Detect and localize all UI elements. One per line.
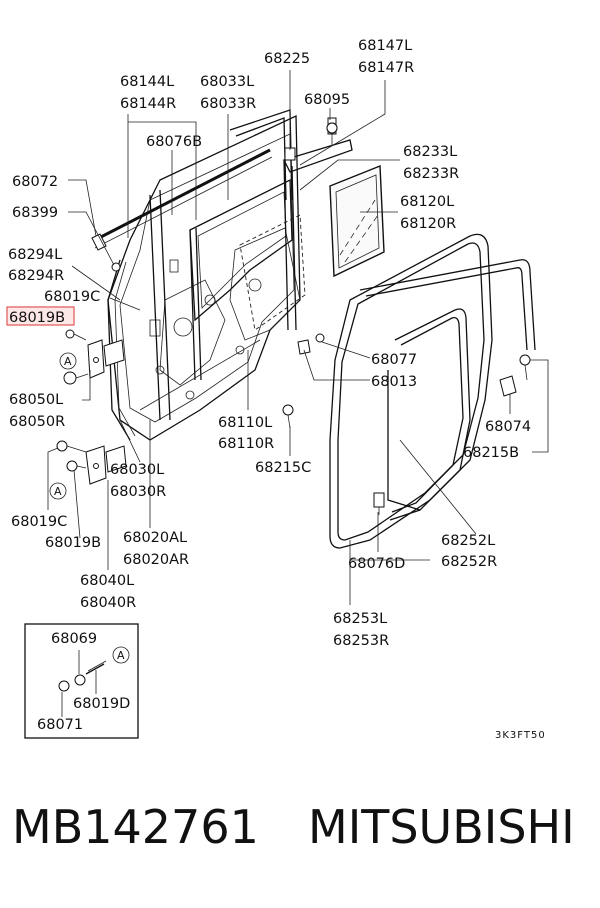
label-68095: 68095: [304, 92, 350, 108]
caption: MB142761 MITSUBISHI: [12, 800, 600, 880]
brand-name: MITSUBISHI: [308, 800, 575, 854]
label-68252L: 68252L: [441, 533, 495, 549]
part-labels: 68225 68147L 68147R 68144L 68144R 68033L…: [6, 38, 546, 741]
svg-text:A: A: [64, 355, 72, 368]
door-panel: [94, 109, 306, 441]
label-68120L: 68120L: [400, 194, 454, 210]
lower-hinge: [56, 440, 127, 485]
label-68019D: 68019D: [73, 696, 130, 712]
callout-a-upper: A: [59, 352, 77, 370]
inset-detail-box: A: [24, 623, 139, 739]
label-68069: 68069: [51, 631, 97, 647]
label-68072: 68072: [12, 174, 58, 190]
bolt-68076D: [373, 492, 385, 515]
fastener-68215B: [519, 354, 531, 381]
label-68076D: 68076D: [348, 556, 405, 572]
label-68110R: 68110R: [218, 436, 274, 452]
label-68399: 68399: [12, 205, 58, 221]
door-glass: [329, 164, 385, 278]
label-68033L: 68033L: [200, 74, 254, 90]
label-68215B: 68215B: [463, 445, 519, 461]
clip-68072: [91, 233, 107, 251]
clip-68074: [499, 375, 517, 397]
label-68019C-top: 68019C: [44, 289, 100, 305]
label-68294L: 68294L: [8, 247, 62, 263]
label-68050R: 68050R: [9, 414, 65, 430]
fastener-68215C: [282, 404, 294, 429]
weatherstrip-68252: [329, 233, 493, 549]
label-68233R: 68233R: [403, 166, 459, 182]
clip-68013: [297, 339, 311, 355]
label-68233L: 68233L: [403, 144, 457, 160]
label-68013: 68013: [371, 374, 417, 390]
label-68147R: 68147R: [358, 60, 414, 76]
label-68076B: 68076B: [146, 134, 202, 150]
label-68215C: 68215C: [255, 460, 311, 476]
label-68077: 68077: [371, 352, 417, 368]
svg-text:A: A: [117, 649, 125, 662]
label-68050L: 68050L: [9, 392, 63, 408]
highlight-box: [6, 306, 75, 326]
label-68252R: 68252R: [441, 554, 497, 570]
svg-text:A: A: [54, 485, 62, 498]
parts-diagram: A A A: [6, 38, 549, 741]
label-68033R: 68033R: [200, 96, 256, 112]
label-68071: 68071: [37, 717, 83, 733]
label-68144R: 68144R: [120, 96, 176, 112]
label-68020AL: 68020AL: [123, 530, 187, 546]
label-68030L: 68030L: [110, 462, 164, 478]
label-68110L: 68110L: [218, 415, 272, 431]
label-68019B-bottom: 68019B: [45, 535, 101, 551]
label-68144L: 68144L: [120, 74, 174, 90]
upper-hinge: [63, 329, 125, 385]
label-68253L: 68253L: [333, 611, 387, 627]
leader-lines: [47, 70, 549, 605]
diagram-reference-code: 3K3FT50: [495, 730, 546, 741]
label-68253R: 68253R: [333, 633, 389, 649]
label-68040L: 68040L: [80, 573, 134, 589]
label-68020AR: 68020AR: [123, 552, 189, 568]
callout-a-lower: A: [49, 482, 67, 500]
label-68074: 68074: [485, 419, 531, 435]
clip-68077: [315, 333, 325, 343]
label-68019B-highlighted: 68019B: [9, 310, 65, 326]
label-68019C-bottom: 68019C: [11, 514, 67, 530]
label-68225: 68225: [264, 51, 310, 67]
label-68040R: 68040R: [80, 595, 136, 611]
part-number: MB142761: [12, 800, 259, 854]
weatherstrip-68253: [359, 259, 536, 521]
label-68120R: 68120R: [400, 216, 456, 232]
label-68294R: 68294R: [8, 268, 64, 284]
label-68030R: 68030R: [110, 484, 166, 500]
label-68147L: 68147L: [358, 38, 412, 54]
fastener-68095: [326, 122, 338, 145]
